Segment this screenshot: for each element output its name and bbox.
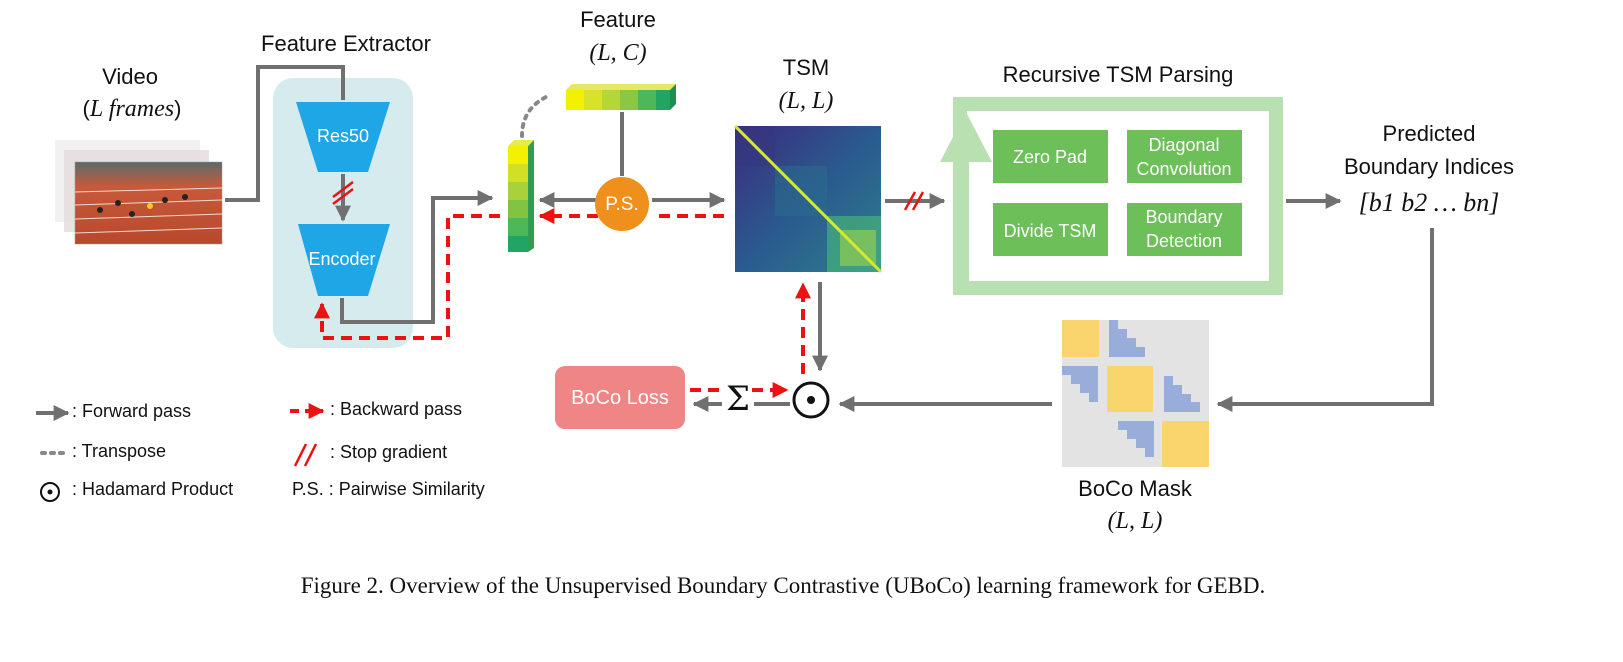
- figure-caption: Figure 2. Overview of the Unsupervised B…: [300, 573, 1266, 598]
- encoder-label: Encoder: [308, 249, 376, 269]
- boco-mask-title: BoCo Mask: [1078, 476, 1192, 501]
- parsing-title: Recursive TSM Parsing: [1002, 62, 1234, 87]
- legend-stop-gradient-1: [293, 443, 308, 467]
- legend-stop-gradient-label: : Stop gradient: [330, 442, 448, 462]
- video-frames-label: (L frames): [82, 96, 182, 122]
- legend-forward-label: : Forward pass: [72, 401, 192, 421]
- boco-loss-box: [555, 366, 685, 429]
- legend-hadamard-icon: [40, 482, 60, 502]
- feature-extractor-title: Feature Extractor: [261, 31, 431, 56]
- feature-vector-vertical: [508, 140, 534, 252]
- boco-loss-label: BoCo Loss: [571, 387, 669, 409]
- zero-pad-box: [993, 130, 1108, 183]
- feature-title: Feature: [580, 7, 656, 32]
- tsm-heatmap: [733, 124, 883, 274]
- backward-to-encoder-arrow: [314, 214, 500, 340]
- zero-pad-label: Zero Pad: [1012, 147, 1088, 167]
- encoder-trapezoid: [298, 224, 390, 296]
- hadamard-icon: [792, 381, 830, 419]
- legend-hadamard-label: : Hadamard Product: [72, 479, 234, 499]
- stop-gradient-mark-2: [332, 188, 354, 205]
- legend-transpose-label: : Transpose: [72, 441, 167, 461]
- predicted-title-line2: Boundary Indices: [1344, 154, 1514, 179]
- ps-circle: [595, 177, 649, 231]
- tsm-dims: (L, L): [778, 88, 834, 114]
- boco-mask-dims: (L, L): [1107, 508, 1163, 534]
- boundary-indices: [b1 b2 … bn]: [1358, 188, 1500, 217]
- legend-backward-label: : Backward pass: [330, 399, 463, 419]
- legend-stop-gradient-2: [303, 443, 318, 467]
- legend-pairwise-label: P.S. : Pairwise Similarity: [292, 479, 485, 499]
- stop-gradient-mark-1: [332, 181, 354, 198]
- transpose-curve: [520, 93, 552, 138]
- video-title: Video: [102, 64, 158, 89]
- boundary-detection-box: [1127, 203, 1242, 256]
- encoder-to-feature-arrow: [340, 190, 494, 324]
- stop-gradient-mark-4: [911, 191, 925, 211]
- divide-tsm-label: Divide TSM: [1003, 221, 1097, 241]
- res50-label: Res50: [316, 126, 370, 146]
- tsm-title: TSM: [782, 55, 830, 80]
- parsing-frame: [940, 97, 1283, 295]
- boco-mask-grid: [1062, 320, 1209, 467]
- feature-vector-horizontal: [566, 84, 676, 110]
- video-frames-image: [55, 140, 223, 245]
- res50-trapezoid: [296, 102, 390, 172]
- predicted-to-mask-arrow: [1216, 228, 1434, 412]
- diagonal-convolution-box: [1127, 130, 1242, 183]
- sum-icon: Σ: [725, 379, 751, 419]
- divide-tsm-box: [993, 203, 1108, 256]
- ps-label: P.S.: [605, 194, 639, 215]
- predicted-title-line1: Predicted: [1382, 121, 1476, 146]
- stop-gradient-mark-3: [903, 191, 917, 211]
- video-to-res50-arrow: [225, 65, 345, 202]
- feature-dims: (L, C): [589, 40, 647, 66]
